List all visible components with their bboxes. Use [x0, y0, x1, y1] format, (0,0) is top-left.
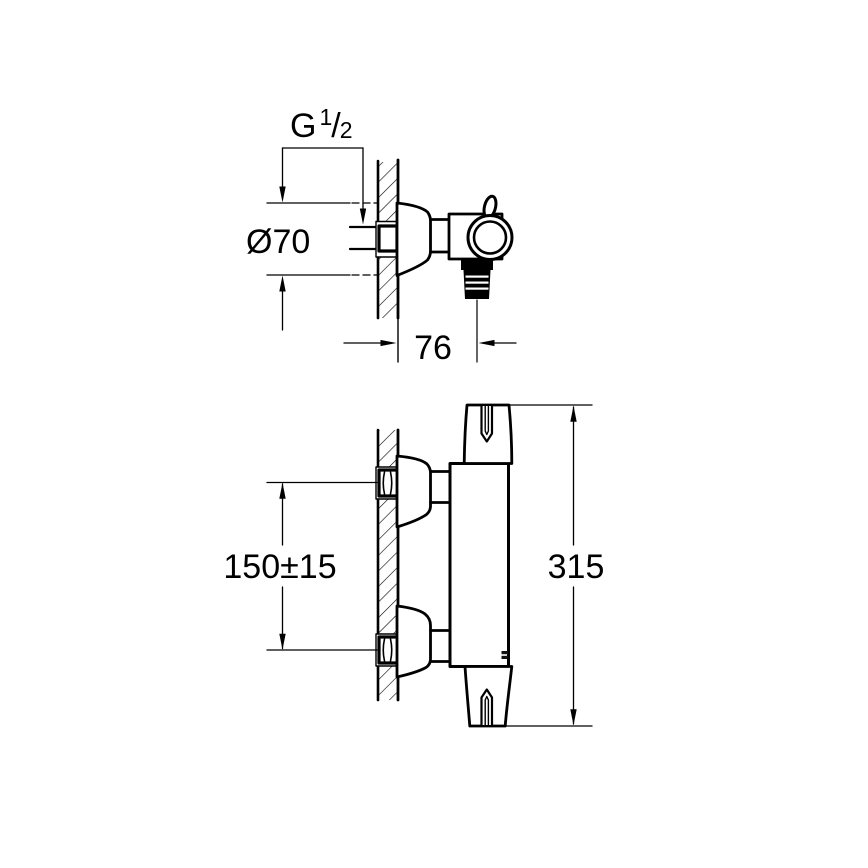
union-nut-lower: [377, 635, 400, 665]
escutcheon-lower: [395, 604, 432, 679]
handle-grip-inner: [484, 695, 490, 726]
arrow-down: [359, 208, 367, 225]
dimension-overall-height: 315: [504, 404, 605, 727]
nut-chamfer: [389, 471, 393, 495]
handle-grip-outer: [480, 404, 494, 443]
overall-height-label: 315: [548, 548, 605, 586]
nut-chamfer: [382, 471, 386, 495]
nut-chamfer: [389, 638, 393, 662]
arrow-up: [279, 482, 286, 499]
escutcheon: [395, 201, 432, 277]
brand-mark: [501, 651, 508, 655]
outlet-collar: [461, 259, 493, 270]
front-view: 150±15 315: [223, 403, 605, 728]
thread-groove: [465, 275, 489, 278]
arrow-up: [279, 275, 286, 292]
arrow-left: [478, 339, 495, 347]
brand-mark: [501, 655, 508, 659]
union-nut-upper: [377, 468, 400, 498]
escutcheon-diameter-label: Ø70: [246, 223, 310, 261]
handle-grip-outer: [480, 688, 494, 727]
dimension-escutcheon-diameter: Ø70: [246, 202, 378, 331]
union-nut: [377, 224, 399, 253]
escutcheon-upper: [395, 454, 432, 529]
handle-grip-inner: [484, 405, 490, 436]
wall-projection-label: 76: [414, 329, 452, 367]
mixer-body: [448, 462, 510, 668]
thread-groove: [465, 287, 489, 290]
arrow-up: [570, 405, 577, 422]
arrow-down: [279, 186, 286, 203]
arrow-down: [279, 633, 286, 650]
dimension-wall-projection: 76: [343, 329, 517, 367]
thread-groove: [465, 281, 489, 284]
handle-cap-inner: [472, 220, 508, 255]
dimension-connection-spacing: 150±15: [223, 481, 378, 651]
arrow-down: [570, 709, 577, 726]
outlet-thread: [463, 270, 491, 299]
connection-spacing-label: 150±15: [223, 548, 336, 586]
nut-chamfer: [382, 638, 386, 662]
arrow-right: [380, 339, 397, 347]
